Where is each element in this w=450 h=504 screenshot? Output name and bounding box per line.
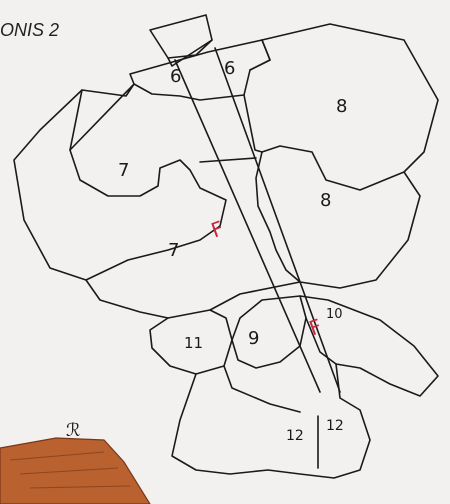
piece-label-12b: 12 xyxy=(326,418,344,434)
piece-6-outline xyxy=(130,40,270,100)
collar-piece xyxy=(150,15,212,58)
piece-label-8b: 8 xyxy=(320,190,331,211)
symbol-mark: ℛ xyxy=(66,420,80,441)
piece-label-6a: 6 xyxy=(170,66,181,87)
skirt-seam xyxy=(224,366,300,412)
piece-label-8a: 8 xyxy=(336,96,347,117)
piece-label-12a: 12 xyxy=(286,428,304,444)
piece-label-7b: 7 xyxy=(168,240,179,261)
piece-10-outline xyxy=(300,296,438,396)
piece-label-11: 11 xyxy=(184,334,203,352)
piece-label-7a: 7 xyxy=(118,160,129,181)
piece-9-outline xyxy=(232,296,306,368)
wing-8-edge xyxy=(244,95,262,152)
wing-8-outline xyxy=(250,24,438,288)
front-marker-lower: F xyxy=(306,314,325,340)
piece-label-9: 9 xyxy=(248,328,259,349)
piece-label-6b: 6 xyxy=(224,58,235,79)
outline-group xyxy=(14,15,438,478)
piece-label-10: 10 xyxy=(326,307,343,322)
wing-7-outline xyxy=(14,84,226,280)
center-line-right xyxy=(215,48,340,392)
front-marker-upper: F xyxy=(208,216,227,242)
mid-seam xyxy=(200,158,256,162)
